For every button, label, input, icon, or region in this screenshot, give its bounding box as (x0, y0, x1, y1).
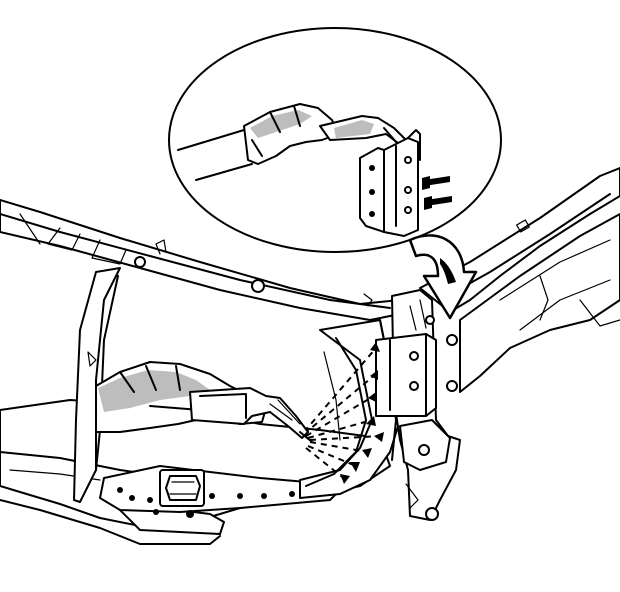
bolt-icon (165, 475, 201, 501)
center-bracket (99, 465, 351, 518)
installed-bracket (375, 289, 461, 521)
curved-arrow-icon (408, 234, 478, 320)
welding-torch-icon (189, 387, 313, 443)
weld-direction-arrows (303, 342, 384, 484)
bolt-icon (425, 507, 439, 521)
bolt-icon (446, 380, 458, 392)
bolt-icon (446, 334, 458, 346)
gloved-hand-icon (177, 103, 339, 181)
bolt-icon (422, 176, 452, 210)
bolt-icon (251, 279, 265, 293)
detail-magnifier (168, 27, 502, 253)
bolt-icon (134, 256, 146, 268)
welding-torch-icon (319, 115, 407, 147)
bracket-icon (359, 129, 421, 237)
weld-spot-row (117, 487, 321, 518)
